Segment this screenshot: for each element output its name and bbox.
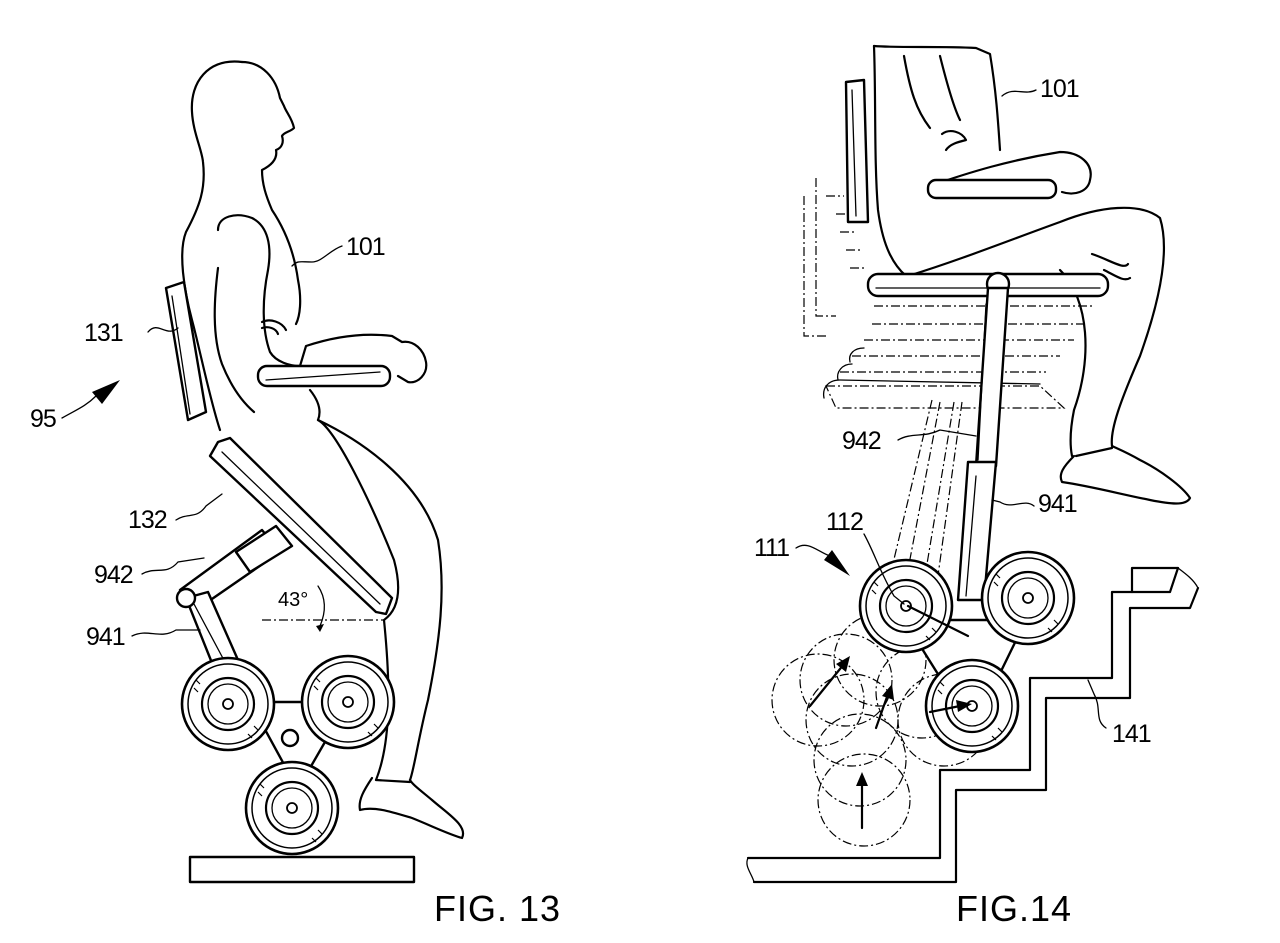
wheel-rear xyxy=(180,656,276,752)
label-111: 111 xyxy=(754,534,789,562)
label-141: 141 xyxy=(1112,720,1151,748)
armrest xyxy=(926,178,1058,200)
support-column xyxy=(889,271,1011,648)
wheel-112 xyxy=(858,558,954,654)
figure-14: 101 942 941 111 112 141 FIG.14 xyxy=(746,44,1200,929)
label-132: 132 xyxy=(128,506,167,534)
motion-arrows xyxy=(808,604,972,830)
backrest-131 xyxy=(164,280,208,422)
figure-13-caption: FIG. 13 xyxy=(434,888,561,929)
figure-13: 43° 101 131 95 132 942 941 FIG. 13 xyxy=(30,60,561,929)
staircase-141 xyxy=(746,566,1200,884)
figure-14-caption: FIG.14 xyxy=(956,888,1072,929)
user-seated xyxy=(872,44,1192,505)
label-941: 941 xyxy=(86,623,125,651)
label-942: 942 xyxy=(94,561,133,589)
label-112: 112 xyxy=(826,508,863,536)
floor-plate xyxy=(188,855,416,884)
label-101: 101 xyxy=(1040,75,1079,103)
wheel-cluster-111 xyxy=(858,550,1076,754)
wheel-front xyxy=(300,654,396,750)
wheel-cluster xyxy=(180,654,396,856)
wheel-upper-right xyxy=(980,550,1076,646)
angle-indicator: 43° xyxy=(262,585,384,632)
label-941: 941 xyxy=(1038,490,1077,518)
angle-label: 43° xyxy=(278,589,308,611)
armrest xyxy=(256,364,392,388)
wheel-lower xyxy=(924,658,1020,754)
user-silhouette xyxy=(181,60,465,840)
wheel-bottom xyxy=(244,760,340,856)
label-131: 131 xyxy=(84,319,123,347)
support-links xyxy=(175,524,294,670)
backrest xyxy=(844,78,870,224)
leader-lines xyxy=(795,89,1107,729)
label-942: 942 xyxy=(842,427,881,455)
seat-ghost-positions xyxy=(803,178,1094,409)
seat-132 xyxy=(208,436,394,616)
label-101: 101 xyxy=(346,233,385,261)
leader-lines xyxy=(61,245,343,637)
label-95: 95 xyxy=(30,405,56,433)
